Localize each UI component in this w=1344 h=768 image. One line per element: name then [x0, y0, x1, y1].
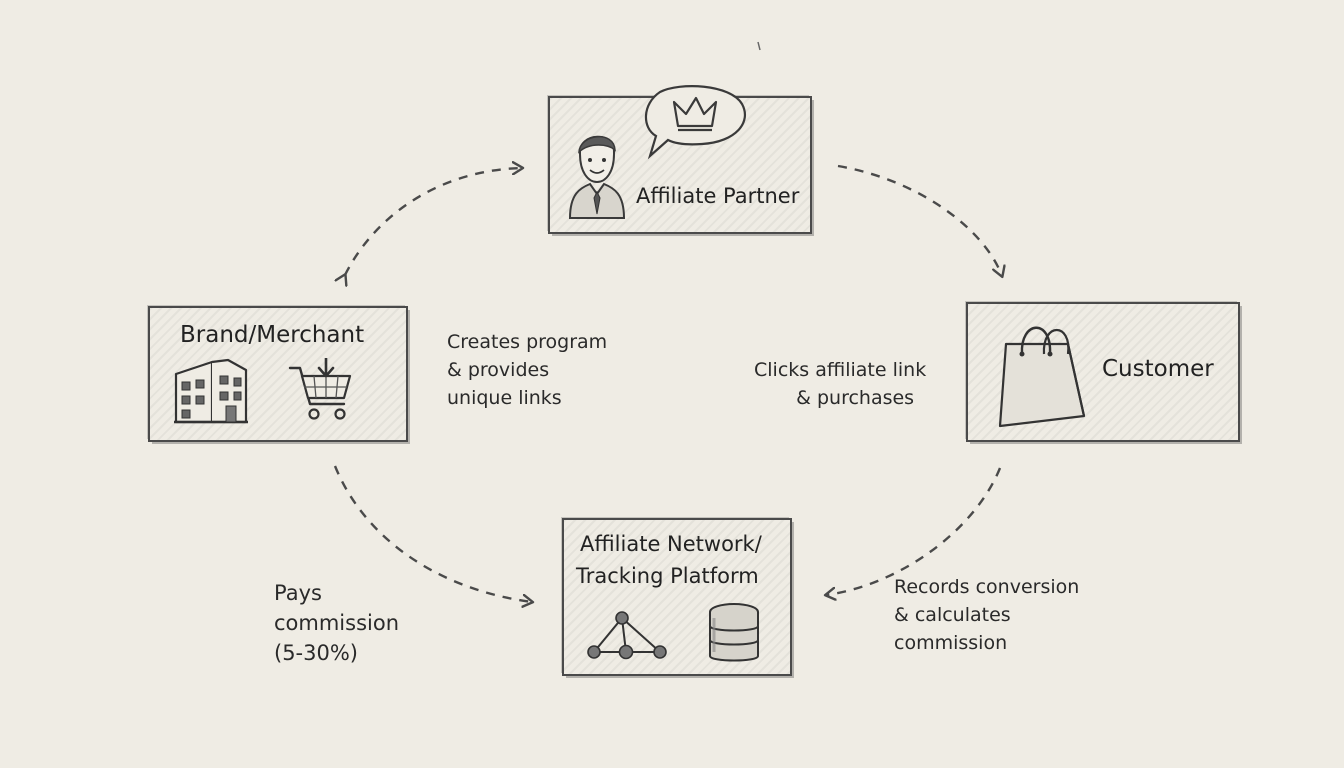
- flow-label-brand-to-network: Pays commission (5-30%): [274, 578, 399, 668]
- flow-text: unique links: [447, 387, 562, 409]
- arrow-brand-network: [333, 465, 532, 602]
- node-brand-merchant: Brand/Merchant: [148, 306, 408, 442]
- arrow-partner-customer: [837, 164, 1002, 276]
- person-icon: [568, 135, 626, 219]
- flow-text: (5-30%): [274, 641, 358, 665]
- network-graph-icon: [587, 611, 667, 660]
- flow-text: & provides: [447, 359, 550, 381]
- flow-text: Records conversion: [894, 576, 1080, 598]
- brand-merchant-label: Brand/Merchant: [180, 322, 365, 348]
- flow-text: & purchases: [796, 387, 915, 409]
- node-affiliate-partner: Affiliate Partner: [548, 85, 812, 234]
- affiliate-partner-label: Affiliate Partner: [636, 184, 800, 208]
- flow-text: commission: [274, 611, 400, 635]
- flow-label-partner-to-customer: Clicks affiliate link & purchases: [754, 356, 926, 412]
- flow-label-customer-to-network: Records conversion & calculates commissi…: [894, 573, 1079, 657]
- flow-label-brand-to-partner: Creates program & provides unique links: [447, 328, 607, 412]
- flow-text: Pays: [274, 581, 322, 605]
- flow-text: Clicks affiliate link: [754, 359, 927, 381]
- pencil-mark: [757, 41, 761, 51]
- shopping-bag-icon: [998, 326, 1086, 428]
- arrow-brand-partner: [345, 168, 522, 275]
- flow-text: Creates program: [447, 331, 608, 353]
- shopping-cart-icon: [288, 358, 352, 420]
- network-label-line2: Tracking Platform: [576, 564, 759, 588]
- speech-bubble-crown-icon: [644, 85, 746, 160]
- arrow-customer-network: [826, 467, 1002, 595]
- network-label-line1: Affiliate Network/: [580, 532, 762, 556]
- building-icon: [174, 358, 248, 424]
- customer-label: Customer: [1102, 356, 1214, 382]
- node-affiliate-network: Affiliate Network/ Tracking Platform: [562, 518, 792, 676]
- database-icon: [709, 603, 759, 662]
- flow-text: & calculates: [894, 604, 1011, 626]
- flow-text: commission: [894, 632, 1008, 654]
- node-customer: Customer: [966, 302, 1240, 442]
